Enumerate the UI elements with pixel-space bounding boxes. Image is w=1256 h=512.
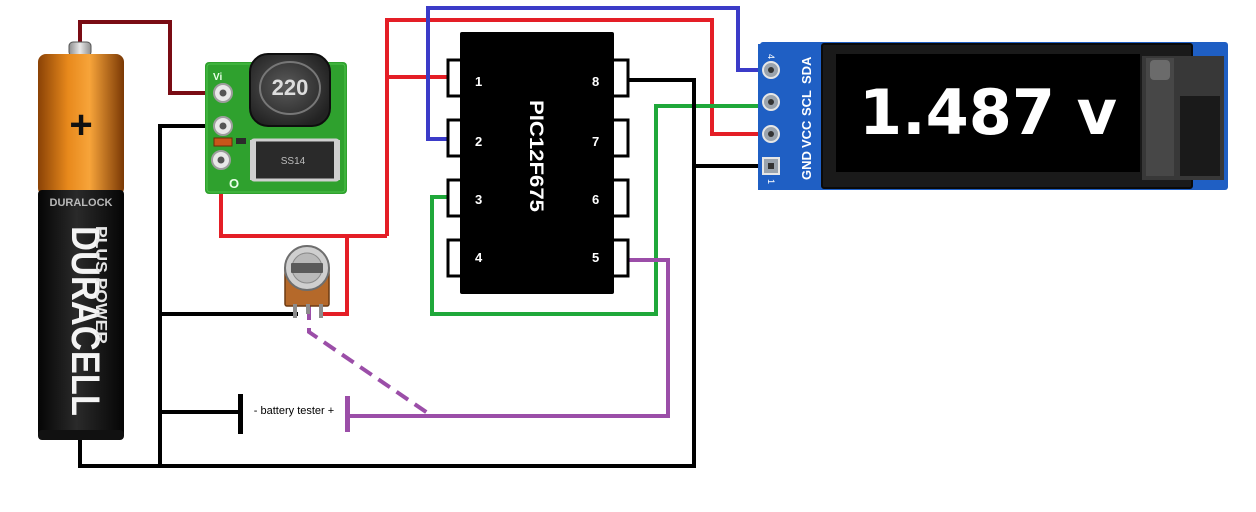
wire-ground-main <box>78 78 696 468</box>
wire-sense <box>348 258 670 418</box>
tester-label: - battery tester + <box>254 405 334 417</box>
pic-pin-label-7: 7 <box>592 134 599 149</box>
converter-diode-code: SS14 <box>281 156 306 167</box>
potentiometer <box>284 245 330 318</box>
oled-pin-label-gnd: GND <box>799 151 814 180</box>
tester-negative-plate <box>238 394 243 434</box>
wire-scl <box>430 104 771 316</box>
pic-pin-7 <box>610 118 630 158</box>
pic-pin-label-1: 1 <box>475 74 482 89</box>
wire-wiper-dashed <box>307 306 434 418</box>
battery-tester: - battery tester + <box>238 394 350 434</box>
battery-brand: DURACELL <box>63 226 107 416</box>
pic-part-number: PIC12F675 <box>525 100 546 212</box>
pic-pin-6 <box>610 178 630 218</box>
oled-module: 4 1 GND VCC SCL SDA 1.487 v <box>758 42 1228 190</box>
pic-pin-label-8: 8 <box>592 74 599 89</box>
oled-pin-label-sda: SDA <box>799 56 814 84</box>
battery-copper-top <box>38 54 124 196</box>
wires <box>78 6 771 468</box>
pic-pin-label-5: 5 <box>592 250 599 265</box>
wire-sda <box>426 6 771 141</box>
battery-line: PLUS POWER <box>92 226 109 344</box>
pic-pin-5 <box>610 238 630 278</box>
battery-black-body <box>38 190 124 438</box>
oled-pin-number-bottom: 1 <box>766 179 776 184</box>
wire-ground-converter <box>158 124 223 466</box>
pic-pin-label-6: 6 <box>592 192 599 207</box>
converter-smd-capacitor <box>213 137 233 147</box>
oled-pin-label-vcc: VCC <box>799 120 814 148</box>
battery: + DURALOCK DURACELL PLUS POWER <box>38 41 124 440</box>
tester-positive-plate <box>345 396 350 432</box>
pic-body <box>460 32 614 294</box>
converter-pad-out-label: O <box>229 176 239 191</box>
pic-pin-label-4: 4 <box>475 250 483 265</box>
pot-leg-right <box>319 304 323 318</box>
pic-pin-label-2: 2 <box>475 134 482 149</box>
oled-active-area <box>836 54 1140 172</box>
converter-pad-in-label: Vi <box>213 72 222 83</box>
pot-leg-left <box>293 304 297 318</box>
pic-pin-label-3: 3 <box>475 192 482 207</box>
battery-tag: DURALOCK <box>50 197 113 209</box>
battery-polarity: + <box>69 103 92 147</box>
wire-battery-positive <box>78 20 223 95</box>
oled-reading: 1.487 v <box>859 76 1117 149</box>
pic-microcontroller: 1 2 3 4 8 7 6 5 PIC12F675 <box>446 32 630 294</box>
pic-pin-8 <box>610 58 630 98</box>
wire-vcc-pot <box>320 236 349 316</box>
wire-vcc-main <box>385 18 771 236</box>
converter-inductor-code: 220 <box>272 75 309 100</box>
battery-positive-nub <box>68 41 92 57</box>
oled-pin-number-top: 4 <box>766 54 776 59</box>
pot-leg-wiper <box>306 304 310 314</box>
oled-pin-label-scl: SCL <box>799 90 814 116</box>
boost-converter: Vi O 220 SS14 <box>205 53 347 194</box>
